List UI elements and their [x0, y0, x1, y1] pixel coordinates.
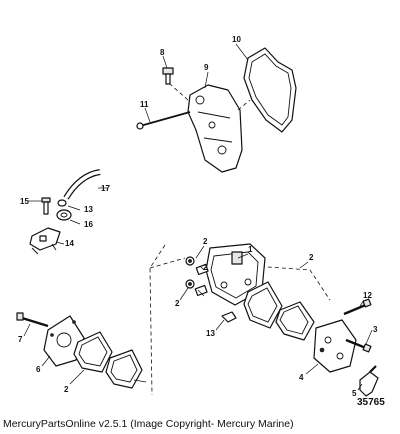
- short-screw: [345, 338, 372, 353]
- link-rod: [136, 111, 191, 130]
- callout-5: 5: [352, 389, 357, 398]
- mounting-screw: [41, 197, 51, 215]
- diaphragm-gasket-center: [243, 281, 283, 329]
- plate-screw: [16, 312, 49, 328]
- callout-2c: 2: [203, 263, 208, 272]
- callout-8: 8: [160, 48, 165, 57]
- callout-2b: 2: [309, 253, 314, 262]
- elbow-fitting: [359, 365, 379, 397]
- diagram-reference-number: 35765: [357, 397, 385, 408]
- primer-fitting: [29, 227, 61, 255]
- gasket-left-2: [105, 349, 143, 389]
- hose-clamp-lower: [221, 311, 237, 323]
- diaphragm-plate-center: [275, 301, 315, 341]
- callout-17: 17: [101, 184, 110, 193]
- callout-9: 9: [204, 63, 209, 72]
- callout-2d: 2: [175, 299, 180, 308]
- callout-12: 12: [363, 291, 372, 300]
- fuel-pump-bracket: [187, 84, 243, 173]
- callout-6: 6: [36, 365, 41, 374]
- hose-clamp: [57, 199, 67, 207]
- pump-cover: [313, 319, 357, 373]
- bracket-gasket: [243, 47, 297, 133]
- callout-13b: 13: [206, 329, 215, 338]
- check-valve-b: [185, 279, 208, 297]
- callout-10: 10: [232, 35, 241, 44]
- image-caption: MercuryPartsOnline v2.5.1 (Image Copyrig…: [3, 418, 294, 430]
- callout-16: 16: [84, 220, 93, 229]
- bracket-screw: [162, 67, 174, 85]
- callout-14: 14: [65, 239, 74, 248]
- fuel-hose: [63, 169, 101, 200]
- callout-3: 3: [373, 325, 378, 334]
- check-valve-a: [185, 256, 209, 276]
- long-screw: [343, 298, 372, 316]
- callout-13a: 13: [84, 205, 93, 214]
- callout-11: 11: [140, 100, 149, 109]
- callout-2e: 2: [64, 385, 69, 394]
- callout-7: 7: [18, 335, 23, 344]
- callout-15: 15: [20, 197, 29, 206]
- callout-2a: 2: [203, 237, 208, 246]
- grommet-washer: [56, 209, 72, 221]
- gasket-left-1: [73, 331, 113, 373]
- callout-4: 4: [299, 373, 304, 382]
- callout-1: 1: [248, 245, 253, 254]
